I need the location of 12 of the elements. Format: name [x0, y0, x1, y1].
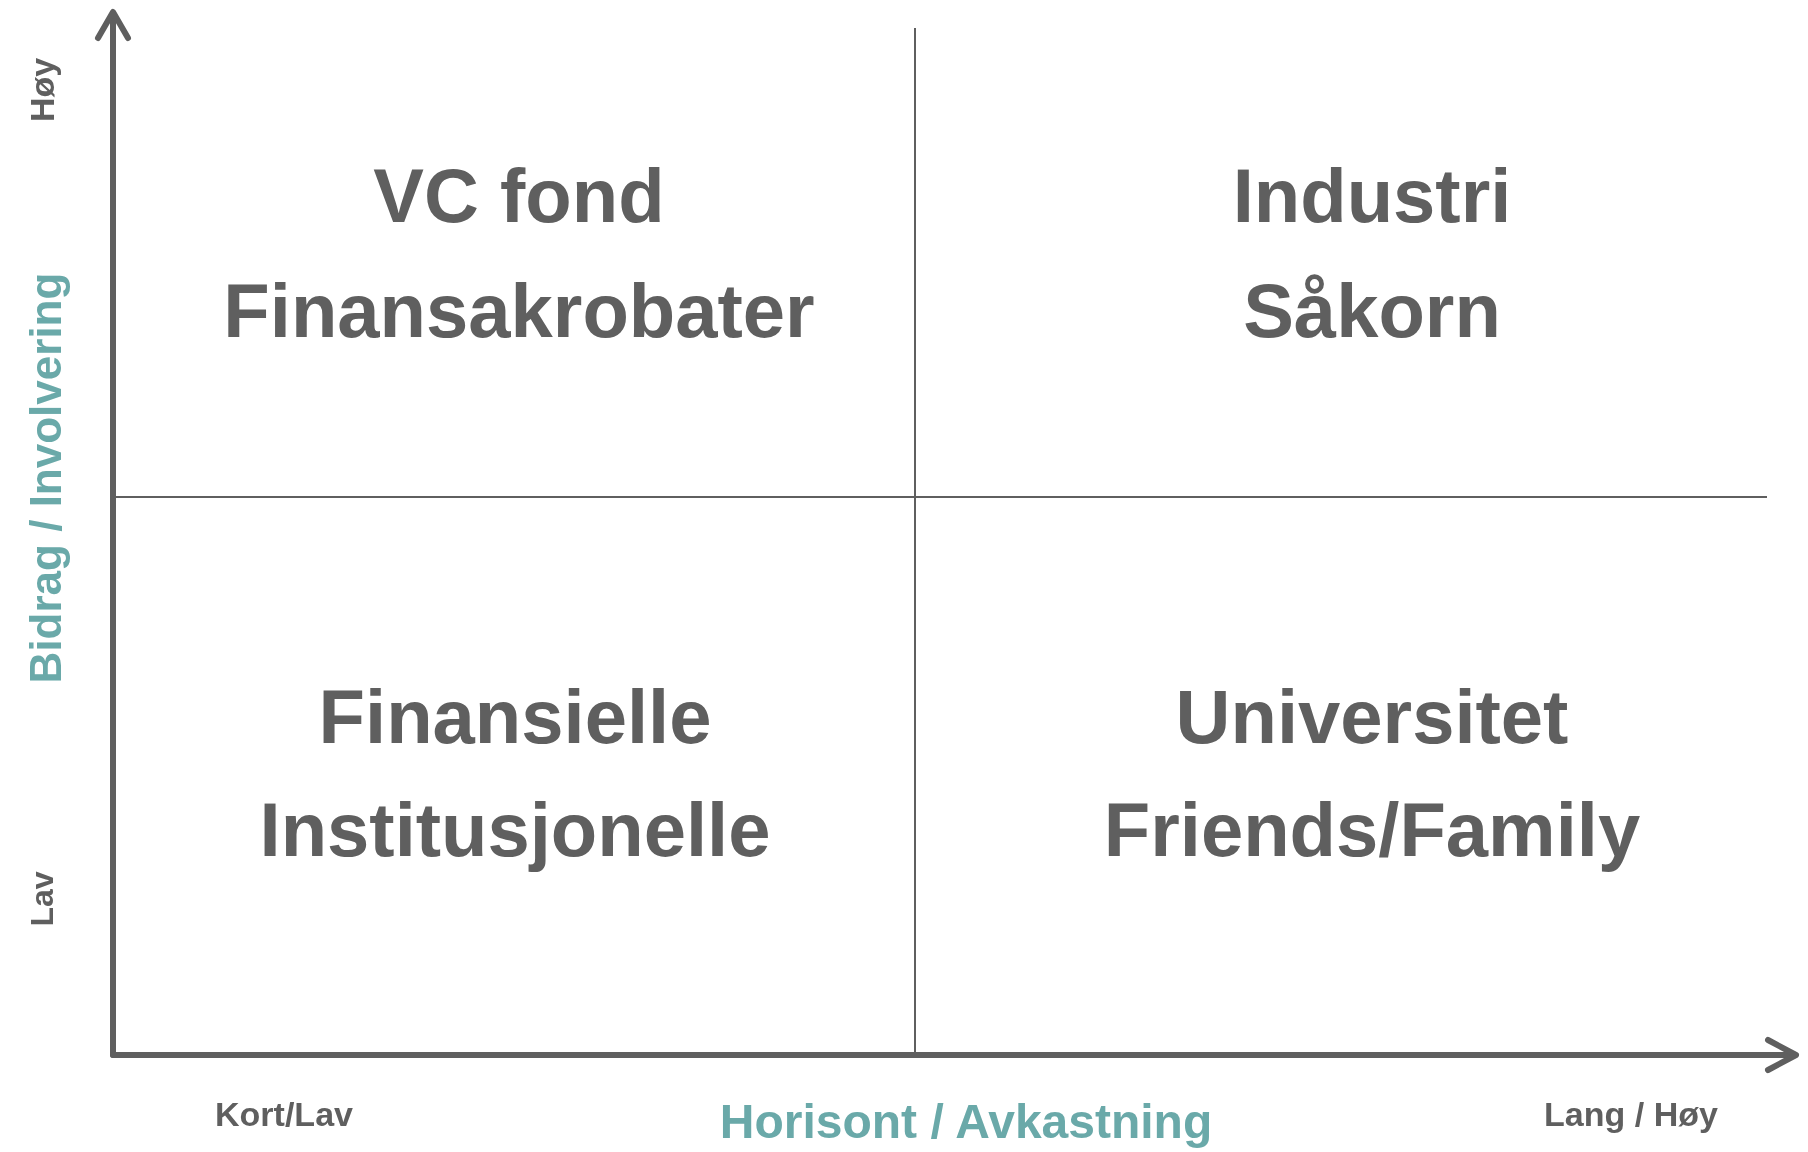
quadrant-label: Universitet [1175, 679, 1569, 755]
axis-label: Lav [26, 871, 58, 927]
quadrant-label: VC fond [373, 158, 665, 234]
quadrant-label: Finansakrobater [223, 273, 815, 349]
quadrant-label: Såkorn [1243, 273, 1501, 349]
axis-label: Kort/Lav [215, 1097, 353, 1131]
quadrant-label: Industri [1232, 158, 1512, 234]
quadrant-label: Finansielle [318, 679, 712, 755]
axis-title: Bidrag / Involvering [24, 272, 68, 684]
axis-label: Høy [25, 57, 59, 123]
axis-label: Lang / Høy [1544, 1097, 1718, 1131]
axis-title: Horisont / Avkastning [719, 1098, 1213, 1146]
